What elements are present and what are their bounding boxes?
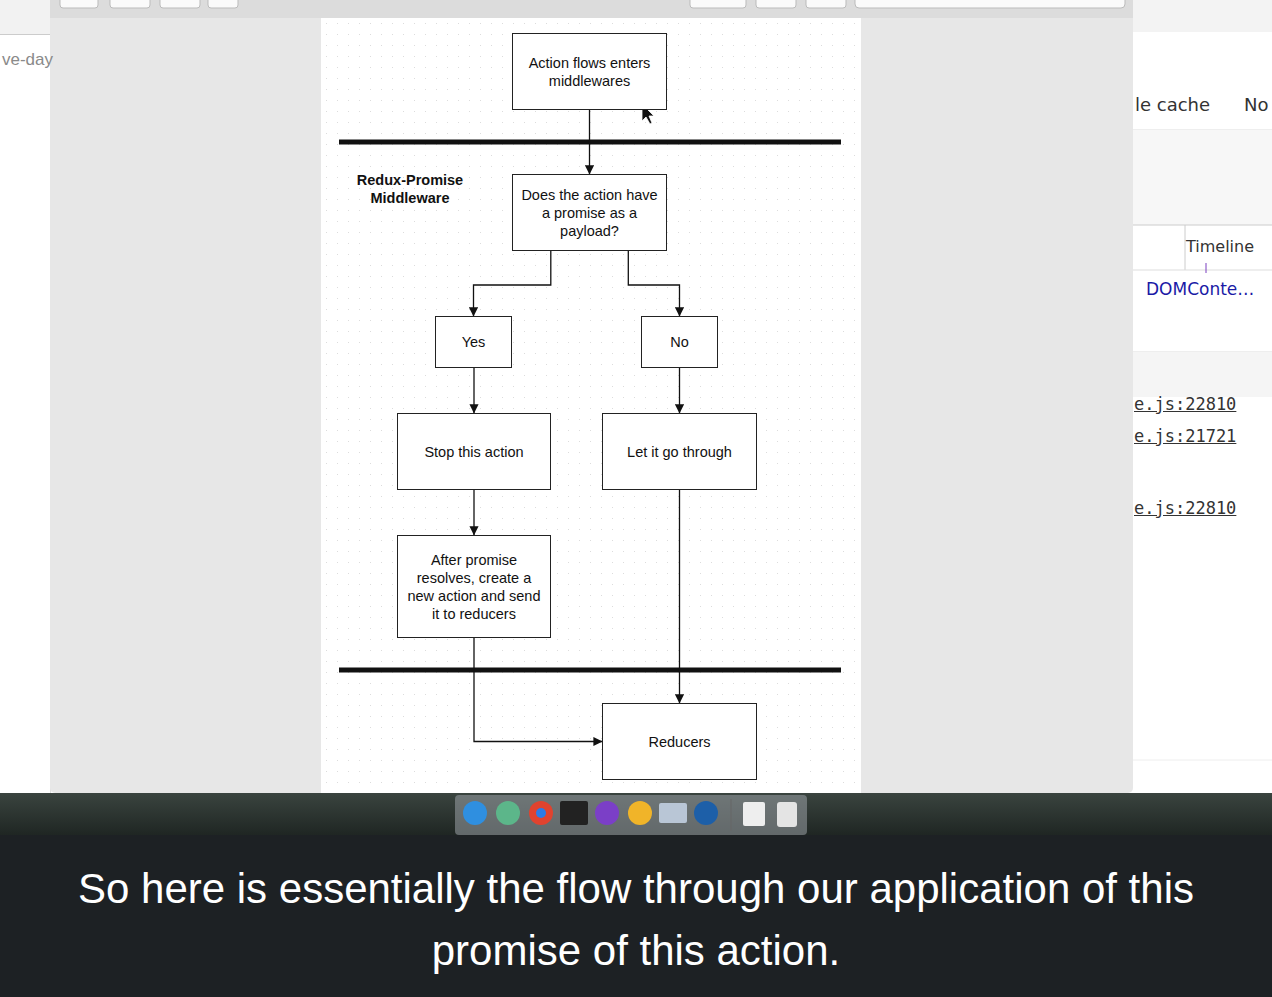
tab-text: ve-day	[2, 50, 53, 70]
browser-left-strip	[0, 0, 51, 793]
decision-box: Does the action have a promise as a payl…	[512, 174, 667, 251]
flow-arrow	[679, 368, 680, 413]
process-box: Let it go through	[602, 413, 757, 490]
end-box: Reducers	[602, 703, 757, 780]
process-box: Stop this action	[397, 413, 551, 490]
node-text: Reducers	[648, 733, 710, 751]
node-text: Action flows enters middlewares	[518, 54, 661, 90]
devtools-header: Timeline	[1186, 237, 1254, 256]
node-text: Let it go through	[627, 443, 732, 461]
flow-arrow	[589, 110, 590, 174]
flow-arrow	[473, 368, 474, 413]
node-text: No	[670, 333, 689, 351]
subtitle-caption: So here is essentially the flow through …	[16, 858, 1256, 982]
source-link: e.js:22810	[1134, 498, 1236, 518]
node-text: After promise resolves, create a new act…	[403, 551, 545, 623]
paper	[321, 18, 861, 793]
flow-arrow	[679, 490, 680, 703]
branch-box: Yes	[435, 316, 512, 368]
node-text: Stop this action	[424, 443, 523, 461]
flow-arrow	[473, 490, 474, 535]
node-text: Yes	[462, 333, 486, 351]
source-link: e.js:22810	[1134, 394, 1236, 414]
start-box: Action flows enters middlewares	[512, 33, 667, 110]
devtools-link: DOMConte…	[1146, 279, 1254, 299]
process-box: After promise resolves, create a new act…	[397, 535, 551, 638]
node-text: Does the action have a promise as a payl…	[518, 186, 661, 240]
flow-arrow	[474, 638, 602, 742]
browser-tab	[0, 0, 50, 35]
branch-box: No	[641, 316, 718, 368]
source-link: e.js:21721	[1134, 426, 1236, 446]
dock	[455, 795, 807, 837]
viewer-toolbar	[50, 0, 1133, 18]
flow-arrow	[628, 251, 679, 316]
flow-arrow	[474, 251, 551, 316]
devtools-text: le cache	[1135, 94, 1210, 115]
devtools-text: No	[1244, 94, 1268, 115]
group-label: Redux-Promise Middleware	[340, 171, 480, 207]
